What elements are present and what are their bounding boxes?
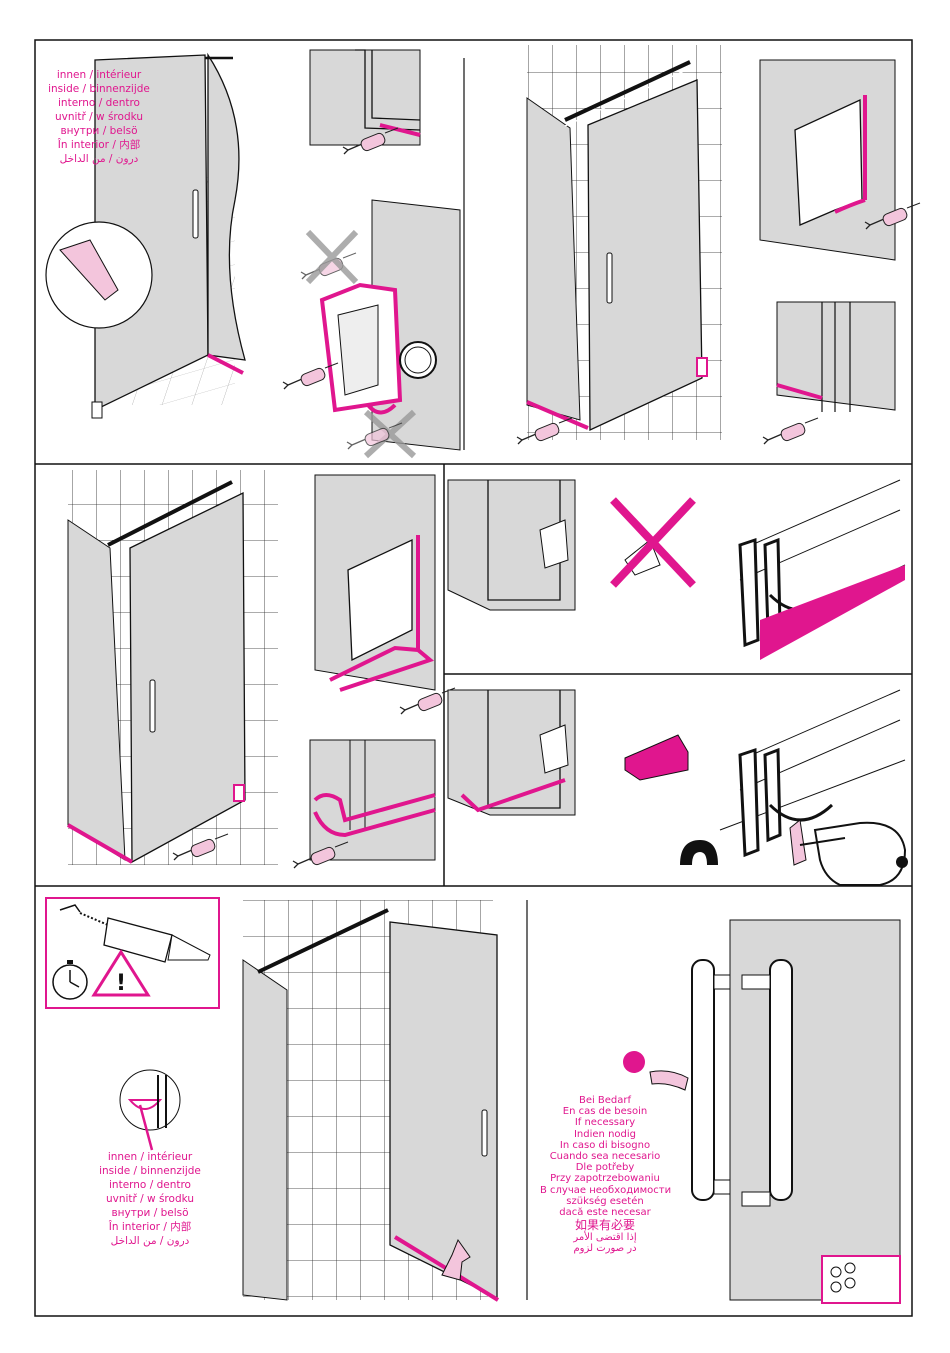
- label-line: inside / binnenzijde: [99, 1165, 201, 1177]
- label-line: În interior / 内部: [108, 1221, 192, 1233]
- label-line: внутри / belsö: [111, 1207, 189, 1219]
- screw-icon: [762, 417, 819, 445]
- panel-step-4: [447, 479, 906, 660]
- arrow-icon: [441, 1238, 471, 1281]
- label-line: Bei Bedarf: [578, 1095, 632, 1106]
- panel-step-2: [516, 45, 921, 445]
- label-line: Dle potřeby: [575, 1162, 635, 1174]
- label-line: En cas de besoin: [562, 1106, 648, 1118]
- bumper-dot-icon: [623, 1051, 645, 1073]
- label-line: Przy zapotrzebowaniu: [550, 1173, 660, 1185]
- finger-icon: [813, 821, 907, 886]
- cross-icon: [305, 229, 417, 459]
- arrow-icon: [649, 1070, 689, 1091]
- label-line: In caso di bisogno: [559, 1139, 651, 1151]
- label-line: interno / dentro: [58, 97, 140, 109]
- label-line: внутри / belsö: [60, 125, 138, 137]
- label-line: If necessary: [574, 1117, 636, 1129]
- label-line: В случае необходимости: [540, 1184, 672, 1196]
- label-line: uvnitř / w środku: [105, 1193, 195, 1205]
- screw-icon: [399, 687, 456, 715]
- svg-text:!: !: [116, 971, 126, 996]
- label-line: uvnitř / w środku: [54, 111, 144, 123]
- label-line: إذا اقتضى الأمر: [573, 1232, 637, 1244]
- panel-step-5: [447, 689, 908, 886]
- end-cap-icon: [680, 840, 718, 865]
- label-line: interno / dentro: [109, 1179, 191, 1191]
- bumper-pads-icon: [821, 1255, 901, 1304]
- if-necessary-label: Bei Bedarf En cas de besoin If necessary…: [540, 1095, 672, 1255]
- inside-label-bottom: innen / intérieur inside / binnenzijde i…: [91, 1150, 209, 1248]
- label-line: dacă este necesar: [559, 1207, 651, 1219]
- label-line: درون / من الداخل: [110, 1235, 190, 1247]
- panel-step-1: [45, 49, 461, 459]
- inside-label-top: innen / intérieur inside / binnenzijde i…: [45, 68, 153, 166]
- label-line: inside / binnenzijde: [48, 83, 150, 95]
- label-line: در صورت لزوم: [573, 1243, 637, 1255]
- label-line: Indien nodig: [573, 1128, 636, 1140]
- panel-step-6: !: [45, 897, 901, 1304]
- label-line: innen / intérieur: [56, 69, 142, 81]
- panel-step-3: [66, 470, 456, 869]
- label-line: innen / intérieur: [107, 1151, 193, 1163]
- warning-triangle-icon: [91, 949, 151, 997]
- silicone-gun-icon: [103, 917, 173, 963]
- label-line: Cuando sea necesario: [549, 1151, 661, 1163]
- label-line: szükség esetén: [566, 1195, 644, 1207]
- page-frame: [34, 39, 913, 1317]
- label-line: 如果有必要: [574, 1218, 635, 1233]
- label-line: درون / من الداخل: [59, 153, 139, 165]
- cross-icon: [610, 497, 696, 588]
- label-line: În interior / 内部: [57, 139, 141, 151]
